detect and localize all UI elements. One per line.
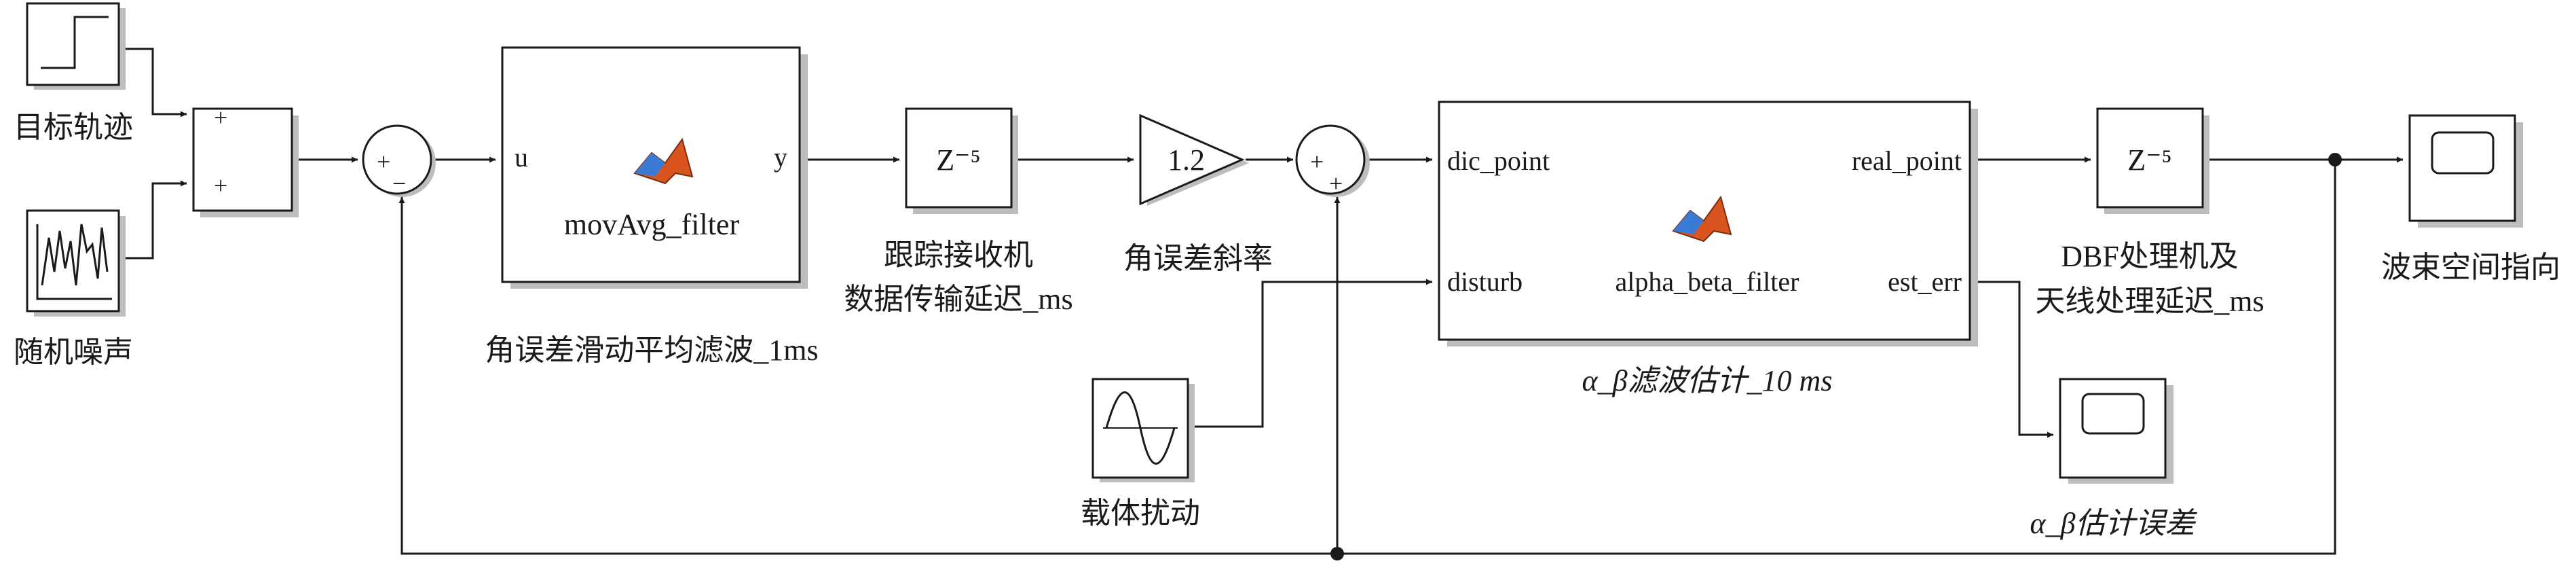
movavg-label: 角误差滑动平均滤波_1ms [485, 334, 818, 367]
movavg-in-port: u [515, 142, 528, 173]
delay2-label-line2: 天线处理延迟_ms [2035, 285, 2264, 318]
movavg-out-port: y [774, 142, 787, 173]
gain-block[interactable]: 1.2 角误差斜率 [1123, 113, 1273, 275]
carrier-disturbance-label: 载体扰动 [1081, 497, 1200, 530]
random-noise-label: 随机噪声 [14, 336, 133, 369]
sum2-sign-left: + [377, 148, 390, 175]
alpha-beta-filter-block[interactable]: dic_point disturb real_point est_err alp… [1438, 101, 1978, 397]
sum3-sign-left: + [1310, 148, 1324, 175]
sum-block-1[interactable]: + + [192, 104, 299, 217]
matlab-function-icon [633, 137, 694, 185]
estimation-error-label: α_β估计误差 [2030, 507, 2197, 540]
random-noise-icon [36, 224, 112, 300]
ab-block-name: alpha_beta_filter [1616, 266, 1799, 297]
signal-wires [126, 48, 2403, 560]
beam-pointing-scope[interactable]: 波束空间指向 [2381, 114, 2560, 284]
gain-value: 1.2 [1168, 143, 1205, 177]
ab-in-disturb: disturb [1447, 266, 1523, 297]
ab-out-est-err: est_err [1888, 266, 1962, 297]
sine-wave-icon [1103, 391, 1178, 465]
scope-icon [2431, 131, 2495, 175]
sum3-sign-bottom: + [1329, 170, 1343, 197]
ab-in-dic-point: dic_point [1447, 145, 1550, 176]
delay-block-1[interactable]: Z⁻⁵ 跟踪接收机 数据传输延迟_ms [844, 107, 1073, 316]
gain-label: 角误差斜率 [1123, 242, 1273, 275]
step-icon [41, 16, 109, 69]
sum1-sign-top: + [214, 104, 227, 131]
estimation-error-scope[interactable]: α_β估计误差 [2030, 378, 2198, 540]
branch-point [1330, 547, 1344, 560]
delay2-text: Z⁻⁵ [2127, 143, 2171, 177]
target-trajectory-block[interactable]: 目标轨迹 [14, 2, 133, 144]
delay1-label-line2: 数据传输延迟_ms [844, 283, 1072, 316]
ab-out-real-point: real_point [1852, 145, 1962, 176]
sum-block-3[interactable]: + + [1295, 124, 1370, 197]
movavg-block-name: movAvg_filter [564, 208, 740, 241]
branch-point [2328, 153, 2342, 166]
target-trajectory-label: 目标轨迹 [14, 111, 133, 144]
beam-pointing-label: 波束空间指向 [2381, 251, 2560, 284]
sum1-sign-bottom: + [214, 172, 227, 199]
movavg-filter-block[interactable]: u y movAvg_filter 角误差滑动平均滤波_1ms [485, 46, 819, 367]
ab-filter-label: α_β滤波估计_10 ms [1582, 364, 1833, 397]
delay1-label-line1: 跟踪接收机 [884, 238, 1033, 272]
random-noise-block[interactable]: 随机噪声 [14, 209, 133, 369]
matlab-function-icon [1672, 195, 1732, 243]
delay1-text: Z⁻⁵ [936, 143, 980, 177]
sum2-sign-bottom: − [392, 170, 406, 197]
sum-block-2[interactable]: + − [362, 124, 436, 197]
carrier-disturbance-block[interactable]: 载体扰动 [1081, 378, 1200, 530]
delay2-label-line1: DBF处理机及 [2061, 240, 2239, 273]
scope-icon [2081, 393, 2145, 435]
delay-block-2[interactable]: Z⁻⁵ DBF处理机及 天线处理延迟_ms [2035, 107, 2264, 318]
